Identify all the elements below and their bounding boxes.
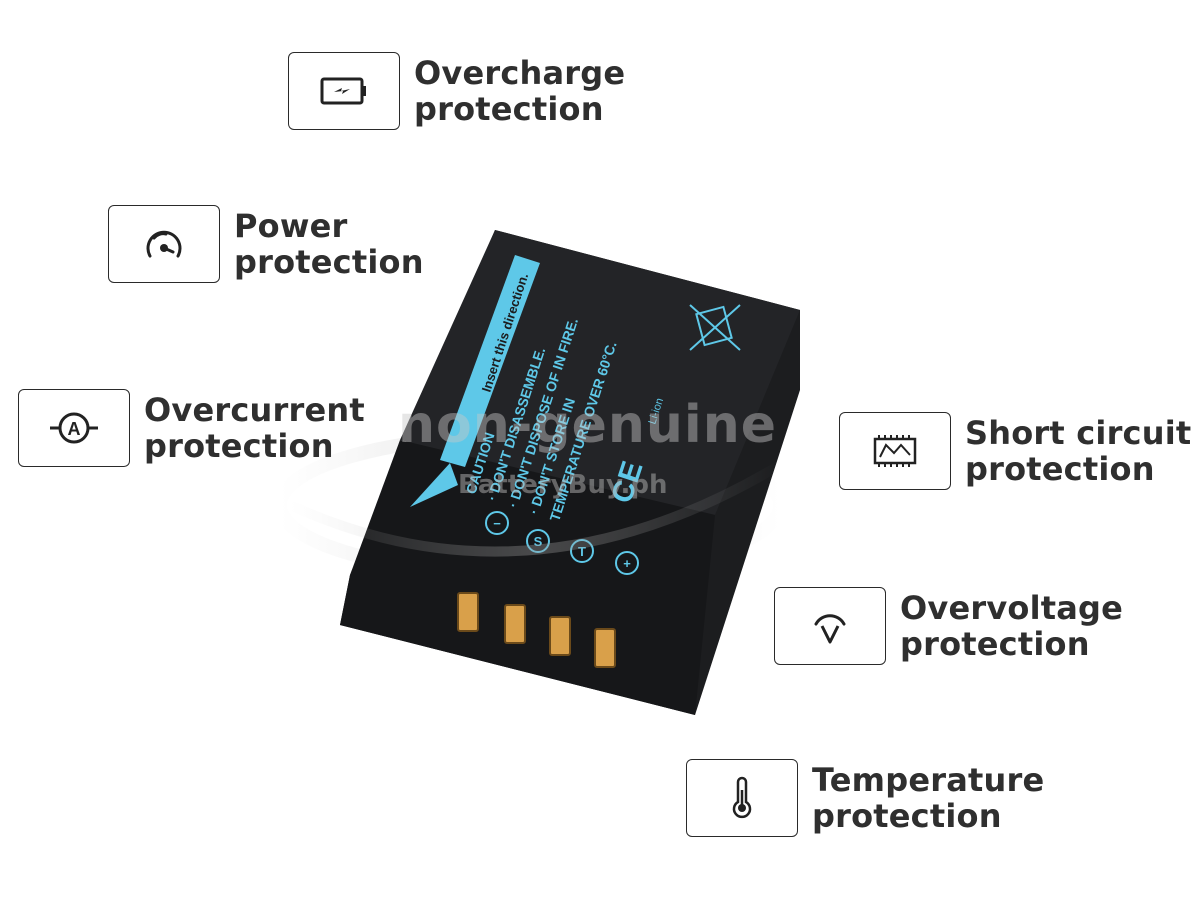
feature-label: Power protection	[234, 208, 424, 280]
terminal-contact	[594, 628, 616, 668]
terminal-label: T	[578, 544, 586, 559]
terminal-label: −	[493, 516, 501, 531]
watermark-sub: BatteryBuy.ph	[458, 470, 668, 500]
feature-subtitle: protection	[965, 450, 1155, 488]
feature-subtitle: protection	[900, 625, 1090, 663]
feature-title: Short circuit	[965, 414, 1192, 452]
feature-label: Overcurrent protection	[144, 392, 365, 464]
watermark: non-genuine	[398, 395, 777, 455]
feature-subtitle: protection	[234, 243, 424, 281]
feature-overcurrent: A Overcurrent protection	[18, 389, 365, 467]
feature-label: Overvoltage protection	[900, 590, 1123, 662]
insert-direction-strip	[440, 255, 540, 467]
terminal-symbol-plus	[615, 551, 639, 575]
feature-subtitle: protection	[812, 797, 1002, 835]
feature-label: Overcharge protection	[414, 55, 625, 127]
feature-overvoltage: Overvoltage protection	[774, 587, 1123, 665]
battery-illustration: Insert this direction. CAUTION · DON'T D…	[273, 230, 800, 715]
direction-arrow	[410, 463, 458, 507]
terminal-contact	[504, 604, 526, 644]
feature-short-circuit: Short circuit protection	[839, 412, 1191, 490]
terminal-contact	[457, 592, 479, 632]
svg-text:A: A	[68, 419, 81, 439]
feature-title: Overcharge	[414, 54, 626, 92]
feature-power: Power protection	[108, 205, 424, 283]
terminal-symbol-minus	[485, 511, 509, 535]
battery-front	[340, 440, 715, 715]
feature-subtitle: protection	[144, 427, 334, 465]
feature-title: Power	[234, 207, 348, 245]
feature-label: Short circuit protection	[965, 415, 1191, 487]
battery-charge-icon	[288, 52, 400, 130]
feature-title: Overvoltage	[900, 589, 1124, 627]
terminal-label: +	[623, 556, 631, 571]
feature-temperature: Temperature protection	[686, 759, 1044, 837]
circuit-board-icon	[839, 412, 951, 490]
feature-title: Temperature	[812, 761, 1045, 799]
feature-label: Temperature protection	[812, 762, 1044, 834]
feature-subtitle: protection	[414, 90, 604, 128]
terminal-contact	[549, 616, 571, 656]
terminal-label: S	[534, 534, 543, 549]
feature-overcharge: Overcharge protection	[288, 52, 625, 130]
ammeter-icon: A	[18, 389, 130, 467]
thermometer-icon	[686, 759, 798, 837]
feature-title: Overcurrent	[144, 391, 365, 429]
voltage-gauge-icon	[774, 587, 886, 665]
swirl-front	[287, 460, 783, 557]
bin-crossed-icon	[689, 304, 741, 351]
power-gauge-icon	[108, 205, 220, 283]
